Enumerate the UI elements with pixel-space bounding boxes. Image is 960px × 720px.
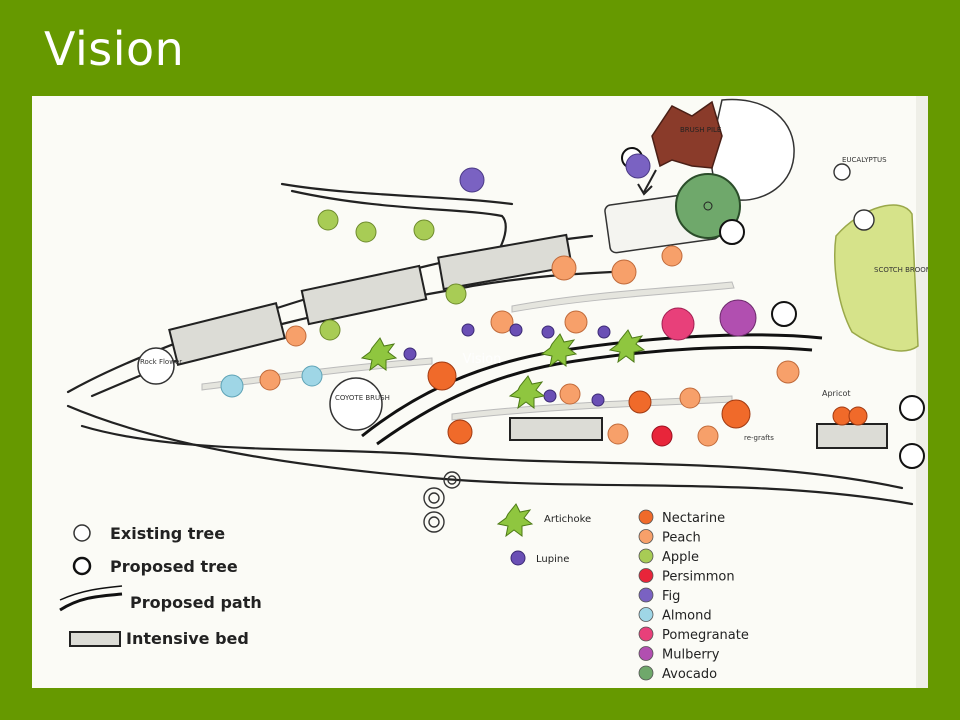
legend-tree-label: Mulberry: [662, 648, 720, 663]
legend-symbol-label: Proposed path: [130, 593, 262, 612]
intensive-bed: [300, 264, 428, 326]
legend-tree-label: Persimmon: [662, 570, 735, 585]
proposed-tree-cluster: [621, 147, 925, 469]
coyote-brush-label: COYOTE BRUSH: [335, 394, 390, 402]
legend-tree-label: Fig: [662, 589, 680, 604]
legend-plant-label: Lupine: [536, 554, 569, 565]
lower-road-bottom-edge: [66, 404, 914, 506]
legend-plant-label: Artichoke: [544, 514, 591, 525]
legend-tree-label: Apple: [662, 550, 699, 565]
legend-plants: Artichoke Lupine: [496, 503, 591, 566]
intensive-bed-icon: [69, 631, 121, 647]
existing-tree-cluster: [423, 471, 461, 533]
legend-tree-label: Avocado: [662, 667, 717, 682]
legend-symbol-label: Intensive bed: [126, 629, 249, 648]
proposed-tree-icon: [72, 556, 92, 576]
coyote-brush-circle: [329, 377, 383, 431]
proposed-path-icon: [59, 585, 123, 612]
legend-tree-label: Nectarine: [662, 511, 725, 526]
legend-symbol-label: Proposed tree: [110, 557, 238, 576]
lupine-icon: [510, 550, 526, 566]
legend-tree-swatch: [638, 509, 654, 525]
brush-pile-icon: [637, 100, 723, 196]
legend-tree-swatch: [638, 646, 654, 661]
scotch-broom-area: [834, 204, 919, 352]
legend-tree-label: Almond: [662, 609, 712, 624]
artichoke-icon: [496, 503, 534, 538]
existing-tree-icon: [73, 524, 91, 542]
legend-symbols: Existing tree Proposed tree Proposed pat…: [59, 524, 262, 648]
brush-pile-label: BRUSH PILE: [680, 126, 721, 134]
legend-trees: NectarinePeachApplePersimmonFigAlmondPom…: [638, 509, 749, 682]
rock-flower-label: Rock Flower: [140, 358, 182, 366]
eucalyptus-label: EUCALYPTUS: [842, 156, 887, 164]
overlay-label: Vision: [462, 352, 502, 367]
legend-tree-swatch: [638, 587, 654, 603]
legend-tree-swatch: [638, 626, 654, 642]
legend-tree-swatch: [638, 529, 654, 544]
apricot-label: Apricot: [822, 389, 851, 398]
intensive-bed: [509, 417, 603, 441]
intensive-bed: [437, 233, 573, 291]
intensive-bed: [168, 302, 286, 366]
legend-tree-swatch: [638, 607, 654, 622]
legend-tree-label: Peach: [662, 531, 701, 546]
scotch-broom-label: SCOTCH BROOM: [874, 266, 928, 274]
legend-symbol-label: Existing tree: [110, 524, 225, 543]
rock-flower-circle: [137, 347, 175, 385]
legend-tree-swatch: [638, 568, 654, 583]
intensive-bed: [816, 423, 888, 449]
slide-title: Vision: [44, 22, 185, 76]
regrafts-label: re-grafts: [744, 434, 774, 442]
intensive-beds: [168, 190, 888, 449]
legend-tree-label: Pomegranate: [662, 628, 749, 643]
garden-plan-drawing: BRUSH PILE SCOTCH BROOM EUCALYPTUS Rock …: [32, 96, 928, 688]
legend-tree-swatch: [638, 548, 654, 564]
legend-tree-swatch: [638, 665, 654, 681]
